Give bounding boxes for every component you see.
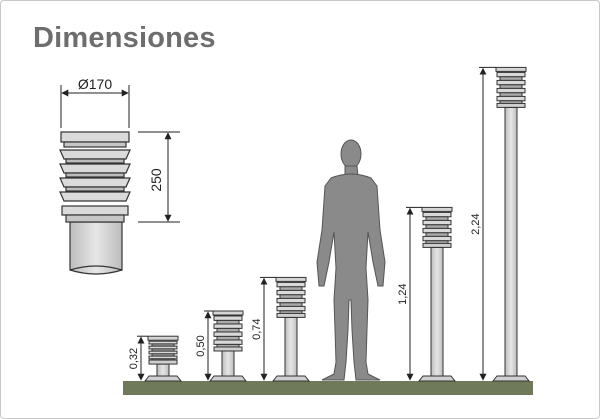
height-label-2: 0,50: [195, 335, 207, 356]
lamp-model-4: [417, 206, 457, 382]
model-lamps: [143, 66, 531, 382]
lamp-model-3: [271, 276, 311, 382]
diameter-label: Ø170: [78, 76, 112, 92]
head-height-dimension: [138, 131, 180, 223]
lamp-model-2: [208, 310, 248, 382]
diameter-dimension: [60, 85, 130, 128]
lamp-model-1: [143, 335, 183, 382]
page-title: Dimensiones: [33, 22, 216, 54]
height-label-5: 2,24: [470, 213, 482, 234]
height-label-4: 1,24: [397, 283, 409, 304]
ground-strip: [123, 381, 533, 395]
height-dimension-2: [204, 310, 213, 381]
height-label-1: 0,32: [128, 348, 140, 369]
height-dimension-5: [479, 66, 496, 381]
height-dimension-3: [260, 276, 276, 381]
head-height-label: 250: [148, 168, 164, 192]
height-label-3: 0,74: [251, 318, 263, 339]
height-dimension-4: [406, 206, 422, 381]
lamp-model-5: [491, 66, 531, 382]
lamp-head-detail: [59, 131, 131, 275]
height-dimension-1: [137, 335, 148, 381]
human-silhouette: [316, 139, 386, 381]
model-dimensions: 0,32 0,50 0,74 1,24 2,24: [128, 66, 496, 381]
